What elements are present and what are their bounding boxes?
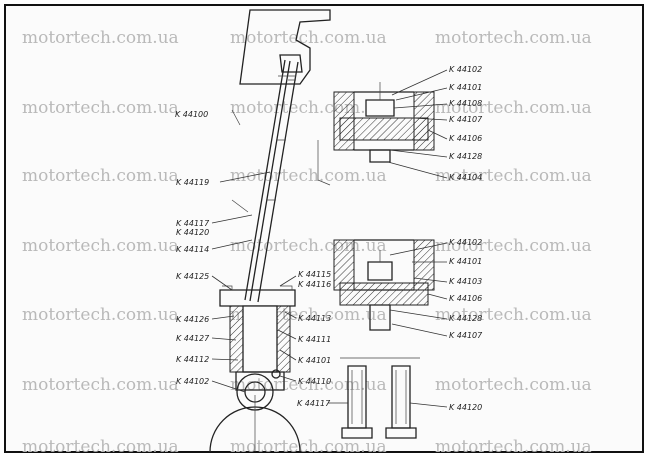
label-part: K 44106 [449,134,482,143]
label-part: K 44127 [176,334,210,343]
watermark: motortech.com.ua [22,166,179,186]
label-part: K 44107 [449,115,483,124]
label-part: K 44108 [449,99,482,108]
watermark: motortech.com.ua [435,28,592,48]
label-part: K 44104 [449,173,482,182]
mid-detail [333,239,435,331]
label-part: K 44125 [176,272,209,281]
label-part: K 44113 [298,314,331,323]
label-part: K 44112 [176,355,209,364]
watermark: motortech.com.ua [22,305,179,325]
watermark: motortech.com.ua [435,98,592,118]
leader-lines [211,69,448,408]
watermark: motortech.com.ua [22,28,179,48]
label-part: K 44128 [449,314,482,323]
label-part: K 44110 [298,377,331,386]
label-part: K 44107 [449,331,483,340]
watermark: motortech.com.ua [22,375,179,395]
label-part: K 44128 [449,152,482,161]
label-part: K 44117 [176,219,210,228]
label-part: K 44115 [298,270,331,279]
watermark-grid: motortech.com.ua motortech.com.ua motort… [22,28,592,457]
watermark: motortech.com.ua [435,236,592,256]
label-part: K 44101 [298,356,331,365]
label-part: K 44111 [298,335,331,344]
watermark: motortech.com.ua [22,236,179,256]
label-part: K 44102 [176,377,209,386]
watermark: motortech.com.ua [230,166,387,186]
label-part: K 44106 [449,294,482,303]
watermark: motortech.com.ua [230,437,387,457]
label-part: K 44102 [449,65,482,74]
watermark: motortech.com.ua [435,166,592,186]
drawing-frame [4,4,644,453]
label-part: K 44101 [449,257,482,266]
label-part: K 44114 [176,245,209,254]
label-part: K 44103 [449,277,482,286]
label-part: K 44117 [297,399,331,408]
watermark: motortech.com.ua [435,375,592,395]
label-part: K 44120 [449,403,482,412]
label-part: K 44116 [298,280,331,289]
label-part: K 44101 [449,83,482,92]
watermark: motortech.com.ua [435,305,592,325]
top-detail [333,82,435,163]
label-part: K 44102 [449,238,482,247]
part-labels: K 44100 K 44119 K 44117 K 44120 K 44114 … [175,65,483,412]
watermark: motortech.com.ua [22,98,179,118]
bottom-detail [340,357,420,439]
watermark: motortech.com.ua [435,437,592,457]
label-part: K 44119 [176,178,209,187]
label-part: K 44126 [176,315,209,324]
label-main-title: K 44100 [175,110,208,119]
label-part: K 44120 [176,228,209,237]
watermark: motortech.com.ua [230,98,387,118]
watermark: motortech.com.ua [22,437,179,457]
watermark: motortech.com.ua [230,28,387,48]
